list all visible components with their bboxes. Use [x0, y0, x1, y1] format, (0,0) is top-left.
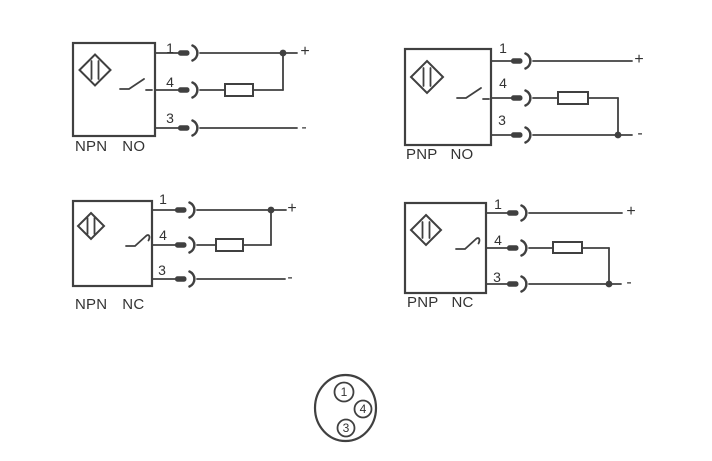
- proximity-sensor-icon: [409, 213, 443, 247]
- connector-socket-arc: [524, 89, 532, 107]
- connector-face-circle: [313, 373, 378, 443]
- sensor-body: [71, 199, 154, 288]
- diagram-npn-no: [71, 41, 298, 138]
- sensor-icon-inner-lines: [90, 60, 100, 80]
- pin-1-wiring: [151, 201, 287, 219]
- load-resistor: [224, 83, 254, 97]
- connector-pin-shape: [178, 125, 190, 131]
- connector-pin-shape: [507, 210, 519, 216]
- connector-socket-arc: [188, 270, 196, 288]
- pin-1-wiring: [154, 44, 298, 62]
- connector-pin1-circle: [333, 381, 355, 403]
- pin-4-wiring: [151, 209, 272, 254]
- connector-pin-shape: [511, 95, 523, 101]
- proximity-sensor-icon: [76, 211, 106, 241]
- connector-socket-arc: [524, 52, 532, 70]
- pin-3-wiring: [490, 126, 633, 144]
- cable-connector-icon: [511, 89, 532, 107]
- pin-3-wiring: [485, 275, 622, 293]
- cable-connector-icon: [511, 52, 532, 70]
- sensor-icon-inner-lines: [421, 221, 431, 239]
- connector-socket-arc: [520, 239, 528, 257]
- pin-4-wiring: [154, 52, 284, 99]
- connector-pin-shape: [175, 242, 187, 248]
- proximity-sensor-icon: [78, 53, 112, 87]
- connector-pin-shape: [511, 132, 523, 138]
- connector-socket-arc: [524, 126, 532, 144]
- sensor-icon-inner-lines: [422, 67, 432, 87]
- sensor-body: [403, 47, 493, 147]
- cable-connector-icon: [178, 44, 199, 62]
- switch-no-icon: [456, 87, 490, 100]
- load-resistor: [552, 241, 583, 254]
- sensor-icon-inner-lines: [86, 217, 96, 235]
- pin-4-wiring: [490, 89, 619, 136]
- cable-connector-icon: [175, 270, 196, 288]
- connector-pin-shape: [178, 50, 190, 56]
- pin-1-wiring: [485, 204, 623, 222]
- connector-pin-shape: [507, 281, 519, 287]
- switch-nc-icon: [125, 234, 151, 247]
- connector-pin-shape: [507, 245, 519, 251]
- junction-dot: [614, 131, 622, 139]
- connector-socket-arc: [188, 201, 196, 219]
- cable-connector-icon: [511, 126, 532, 144]
- sensor-body: [403, 201, 488, 295]
- cable-connector-icon: [175, 236, 196, 254]
- pin-3-wiring: [151, 270, 286, 288]
- connector-socket-arc: [191, 44, 199, 62]
- connector-pin3-circle: [336, 418, 356, 438]
- cable-connector-icon: [507, 239, 528, 257]
- connector-socket-arc: [188, 236, 196, 254]
- connector-pin-shape: [511, 58, 523, 64]
- junction-dot: [605, 280, 613, 288]
- connector-socket-arc: [520, 204, 528, 222]
- switch-nc-icon: [455, 237, 481, 250]
- junction-dot: [279, 49, 287, 57]
- connector-socket-arc: [191, 81, 199, 99]
- connector-pin-shape: [178, 87, 190, 93]
- pin-3-wiring: [154, 119, 298, 137]
- cable-connector-icon: [178, 119, 199, 137]
- diagram-npn-nc: [71, 199, 287, 288]
- load-resistor: [215, 238, 244, 252]
- cable-connector-icon: [507, 204, 528, 222]
- proximity-sensor-icon: [409, 59, 445, 95]
- cable-connector-icon: [178, 81, 199, 99]
- connector-pin-shape: [175, 276, 187, 282]
- pin-1-wiring: [490, 52, 633, 70]
- connector-socket-arc: [520, 275, 528, 293]
- load-resistor: [557, 91, 589, 105]
- switch-no-icon: [119, 78, 153, 91]
- diagram-pnp-no: [403, 47, 633, 147]
- diagram-pnp-nc: [403, 201, 623, 295]
- junction-dot: [267, 206, 275, 214]
- connector-pinout: [313, 373, 378, 443]
- cable-connector-icon: [507, 275, 528, 293]
- sensor-body: [71, 41, 157, 138]
- connector-pin-shape: [175, 207, 187, 213]
- connector-pin4-circle: [353, 399, 373, 419]
- pin-4-wiring: [485, 239, 610, 285]
- cable-connector-icon: [175, 201, 196, 219]
- connector-socket-arc: [191, 119, 199, 137]
